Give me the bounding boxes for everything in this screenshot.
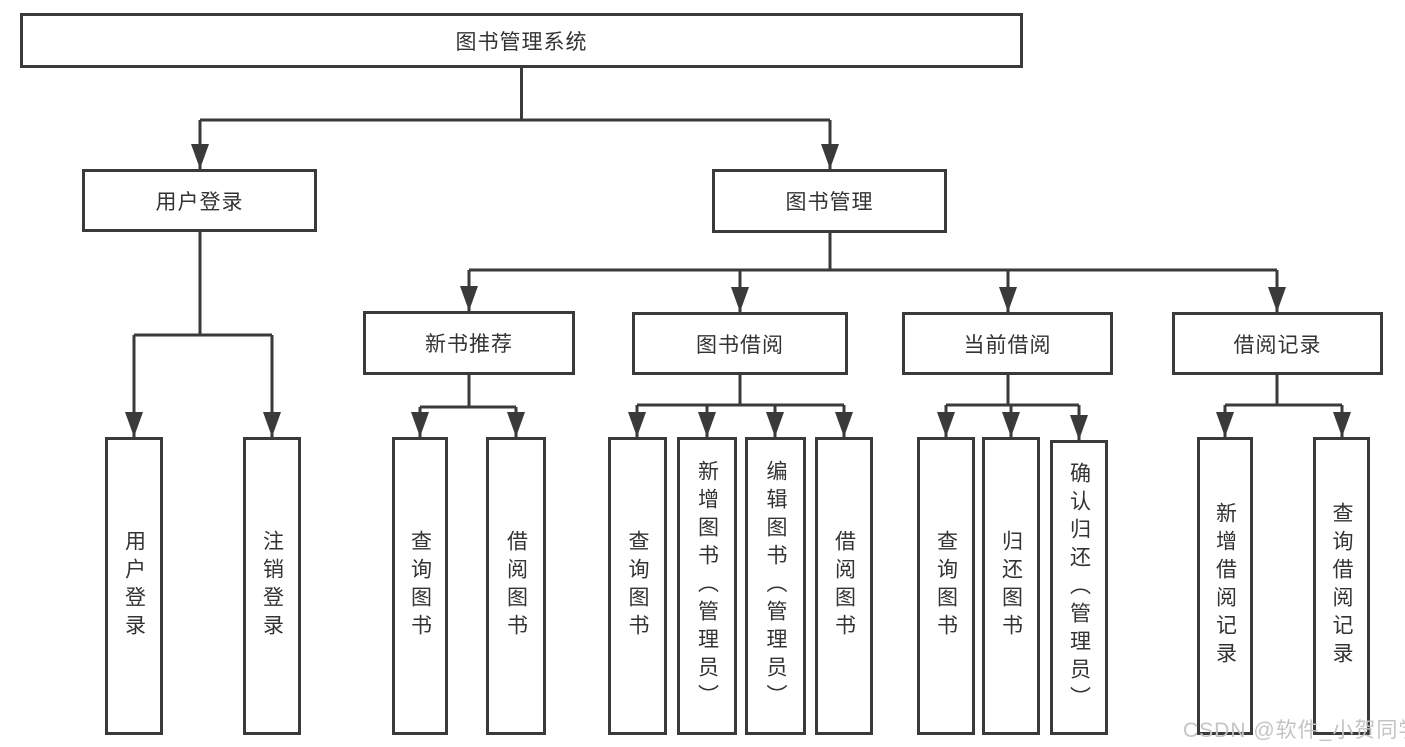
connector-borrow-records-to-leaves: [1223, 375, 1344, 437]
connector-root-to-level2: [198, 68, 832, 169]
connector-new-book-to-leaves: [418, 375, 518, 437]
node-current-borrow: 当前借阅: [902, 312, 1113, 375]
node-root-label: 图书管理系统: [455, 30, 588, 54]
leaf-edit-book-admin-label: 编辑图书（管理员）: [764, 460, 787, 712]
leaf-logout-label: 注销登录: [260, 530, 284, 642]
leaf-query-book-2-label: 查询图书: [626, 530, 649, 642]
node-new-book-recommend-label: 新书推荐: [425, 333, 513, 356]
node-new-book-recommend: 新书推荐: [363, 311, 575, 375]
leaf-confirm-return-admin-label: 确认归还（管理员）: [1067, 461, 1091, 714]
arrowheads: [125, 144, 1351, 440]
node-book-management: 图书管理: [712, 169, 947, 233]
leaf-add-book-admin: 新增图书（管理员）: [677, 437, 737, 735]
leaf-confirm-return-admin: 确认归还（管理员）: [1050, 440, 1108, 735]
leaf-query-borrow-record: 查询借阅记录: [1313, 437, 1370, 735]
leaf-add-book-admin-label: 新增图书（管理员）: [695, 460, 719, 712]
node-book-borrow-label: 图书借阅: [696, 333, 784, 357]
node-root: 图书管理系统: [20, 13, 1023, 68]
node-book-borrow: 图书借阅: [632, 312, 848, 375]
connector-user-login-to-leaves: [132, 232, 274, 437]
leaf-return-book: 归还图书: [982, 437, 1040, 735]
node-book-management-label: 图书管理: [785, 191, 874, 214]
connector-book-borrow-to-leaves: [635, 375, 846, 437]
leaf-borrow-book-2: 借阅图书: [815, 437, 873, 735]
leaf-query-book-3-label: 查询图书: [934, 530, 958, 642]
leaf-query-book-3: 查询图书: [917, 437, 975, 735]
leaf-user-login-label: 用户登录: [122, 530, 146, 642]
leaf-borrow-book-2-label: 借阅图书: [832, 530, 856, 642]
leaf-query-borrow-record-label: 查询借阅记录: [1330, 502, 1353, 670]
csdn-watermark: CSDN @软件_小贺同学: [1183, 719, 1405, 742]
node-user-login: 用户登录: [82, 169, 317, 232]
connector-book-mgmt-to-level3: [467, 233, 1279, 312]
leaf-edit-book-admin: 编辑图书（管理员）: [745, 437, 806, 735]
node-borrow-records-label: 借阅记录: [1233, 333, 1322, 357]
leaf-borrow-book-1-label: 借阅图书: [504, 530, 528, 642]
leaf-return-book-label: 归还图书: [999, 530, 1023, 642]
leaf-add-borrow-record: 新增借阅记录: [1197, 437, 1253, 735]
node-current-borrow-label: 当前借阅: [963, 333, 1052, 357]
leaf-query-book-1: 查询图书: [392, 437, 448, 735]
node-user-login-label: 用户登录: [155, 190, 244, 214]
leaf-query-book-2: 查询图书: [608, 437, 667, 735]
leaf-user-login: 用户登录: [105, 437, 163, 735]
leaf-add-borrow-record-label: 新增借阅记录: [1213, 502, 1237, 670]
leaf-borrow-book-1: 借阅图书: [486, 437, 546, 735]
leaf-logout: 注销登录: [243, 437, 301, 735]
leaf-query-book-1-label: 查询图书: [408, 530, 432, 642]
node-borrow-records: 借阅记录: [1172, 312, 1383, 375]
